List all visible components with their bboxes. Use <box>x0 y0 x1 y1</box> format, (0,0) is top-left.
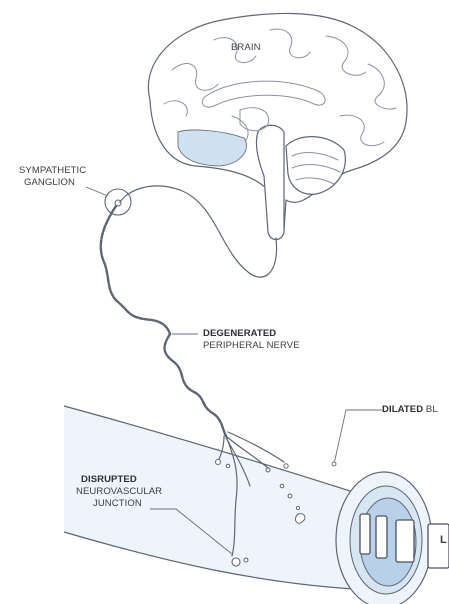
junction-label-line3: JUNCTION <box>76 498 162 510</box>
vessel-cell-1 <box>360 514 370 554</box>
nerve-fragment-4 <box>284 464 288 468</box>
nerve-fragment-6 <box>288 494 292 498</box>
brain-label: BRAIN <box>231 42 261 54</box>
nerve-brain-to-ganglion <box>120 186 277 277</box>
ganglion-label: SYMPATHETIC GANGLION <box>19 165 86 189</box>
ganglion-label-line2: GANGLION <box>19 177 86 189</box>
degenerated-nerve-upper <box>101 206 170 334</box>
nerve-label-line2: PERIPHERAL NERVE <box>203 340 300 352</box>
vessel-label-rest: BL <box>426 404 438 415</box>
nerve-fragment-5 <box>280 484 284 488</box>
vessel-leader-dot <box>332 462 336 466</box>
nerve-label-bold: DEGENERATED <box>203 328 276 339</box>
cerebellum <box>286 137 345 195</box>
cut-off-letter: L <box>440 534 447 546</box>
nerve-fragment-1 <box>216 460 221 465</box>
nerve-fragment-9 <box>232 558 240 566</box>
nerve-fragment-3 <box>266 468 270 472</box>
junction-label-bold: DISRUPTED <box>81 474 137 485</box>
vessel-cell-4 <box>428 524 449 568</box>
vessel-label-bold: DILATED <box>382 404 423 415</box>
ganglion-leader <box>86 187 108 196</box>
nerve-fragment-2 <box>226 464 230 468</box>
brain <box>148 13 407 239</box>
junction-label: DISRUPTED NEUROVASCULAR JUNCTION <box>76 474 162 510</box>
nerve-fragment-7 <box>296 506 299 509</box>
vessel-cell-3 <box>396 520 414 562</box>
junction-label-line2: NEUROVASCULAR <box>76 486 162 498</box>
vessel-leader <box>334 410 382 464</box>
nerve-label: DEGENERATED PERIPHERAL NERVE <box>203 328 300 352</box>
vessel-cell-2 <box>376 516 387 558</box>
vessel-label: DILATED BL <box>382 404 438 416</box>
ganglion-label-line1: SYMPATHETIC <box>19 165 86 177</box>
nerve-fragment-10 <box>244 558 248 562</box>
